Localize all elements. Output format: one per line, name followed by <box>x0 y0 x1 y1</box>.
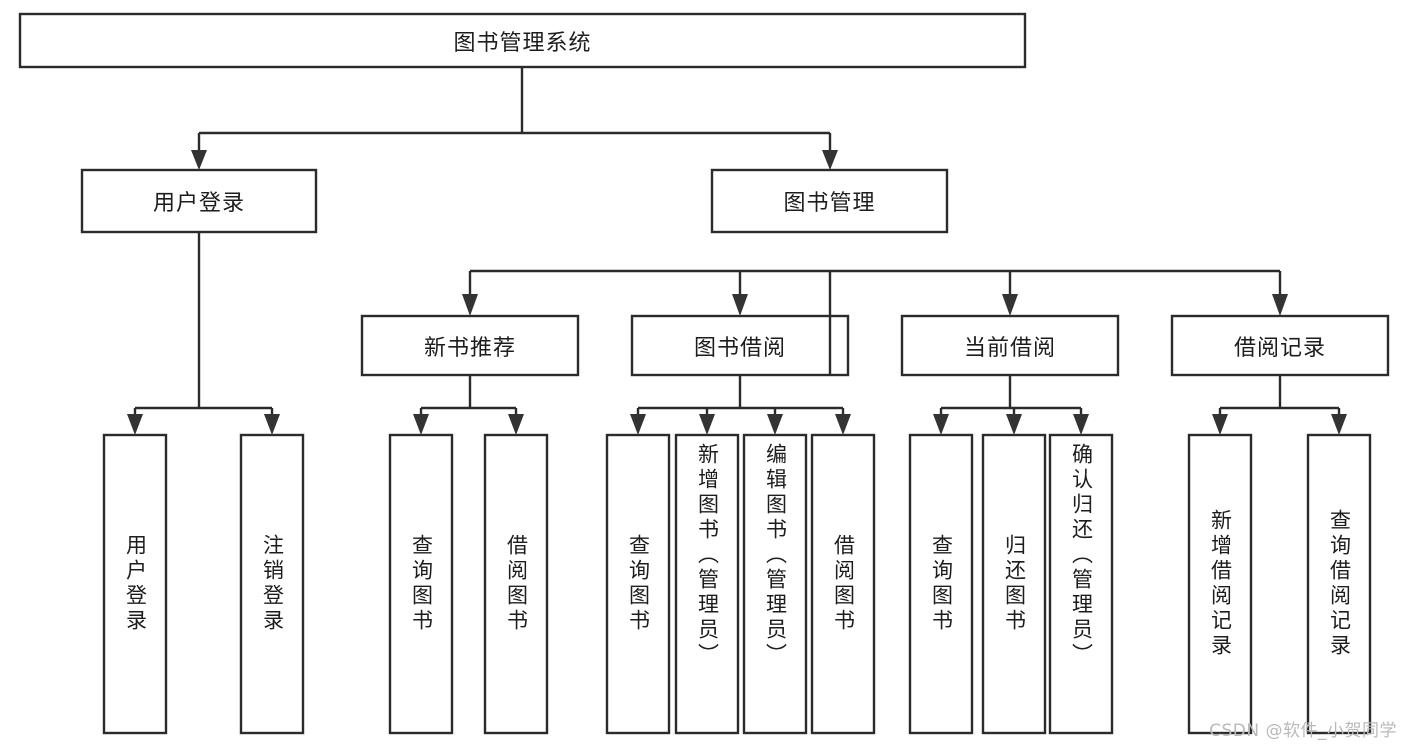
node-box-user-login[interactable] <box>80 168 318 234</box>
arrow-head-leaf-user-login <box>127 414 143 435</box>
arrow-head-new-book-recommend <box>462 294 478 316</box>
node-box-leaf-query-book-3[interactable] <box>908 433 974 735</box>
arrow-head-leaf-add-record <box>1212 414 1228 435</box>
arrow-head-leaf-borrow-book-1 <box>508 414 524 435</box>
arrow-head-leaf-query-record <box>1331 414 1347 435</box>
node-box-new-book-recommend[interactable] <box>360 314 580 377</box>
node-box-leaf-borrow-book-2[interactable] <box>810 433 876 735</box>
node-box-leaf-logout-login[interactable] <box>239 433 305 735</box>
node-box-root[interactable] <box>18 12 1027 69</box>
node-box-book-borrow[interactable] <box>630 314 850 377</box>
node-box-borrow-record[interactable] <box>1170 314 1390 377</box>
node-box-leaf-query-record[interactable] <box>1306 433 1372 735</box>
arrow-head-leaf-query-book-2 <box>630 414 646 435</box>
arrow-head-leaf-query-book-3 <box>933 414 949 435</box>
arrow-head-leaf-add-book <box>699 414 715 435</box>
arrow-head-user-login <box>191 150 207 170</box>
arrow-head-current-borrow <box>1002 294 1018 316</box>
arrow-head-leaf-borrow-book-2 <box>835 414 851 435</box>
arrow-head-leaf-edit-book <box>767 414 783 435</box>
arrow-head-leaf-logout-login <box>264 414 280 435</box>
arrow-head-leaf-query-book-1 <box>413 414 429 435</box>
arrow-head-borrow-record <box>1272 294 1288 316</box>
node-box-leaf-user-login[interactable] <box>102 433 168 735</box>
arrow-head-book-manage <box>822 150 838 170</box>
node-box-leaf-borrow-book-1[interactable] <box>483 433 549 735</box>
node-box-leaf-query-book-2[interactable] <box>605 433 671 735</box>
arrow-head-leaf-return-book <box>1006 414 1022 435</box>
node-box-leaf-return-book[interactable] <box>981 433 1047 735</box>
node-box-leaf-query-book-1[interactable] <box>388 433 454 735</box>
arrow-head-book-borrow <box>732 294 748 316</box>
node-box-leaf-add-record[interactable] <box>1187 433 1253 735</box>
node-box-book-manage[interactable] <box>710 168 949 234</box>
node-box-current-borrow[interactable] <box>900 314 1120 377</box>
node-box-leaf-edit-book[interactable] <box>742 433 808 735</box>
arrow-head-leaf-confirm-return <box>1073 414 1089 435</box>
node-box-leaf-confirm-return[interactable] <box>1048 433 1114 735</box>
node-box-leaf-add-book[interactable] <box>674 433 740 735</box>
